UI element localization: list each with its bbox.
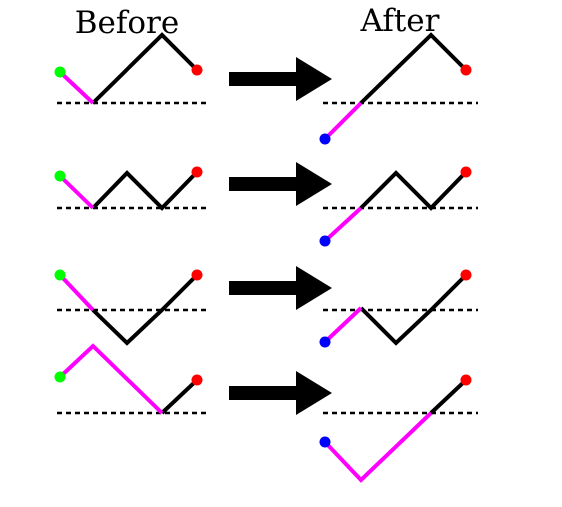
path-segment: [359, 32, 468, 105]
after-panel: [319, 269, 478, 348]
example-row-2: [54, 162, 478, 247]
end-point-red: [191, 269, 203, 281]
right-arrow-icon: [229, 162, 332, 206]
segment-to-reflect: [58, 343, 164, 415]
start-point-blue: [319, 436, 331, 448]
reflected-segment: [323, 101, 363, 141]
start-point-green: [54, 66, 66, 78]
reflected-segment: [323, 206, 363, 243]
end-point-red: [460, 269, 472, 281]
end-point-red: [460, 374, 472, 386]
example-row-4: [54, 343, 478, 483]
start-point-green: [54, 371, 66, 383]
after-panel: [319, 32, 478, 145]
example-row-1: [54, 32, 478, 145]
start-point-blue: [319, 133, 331, 145]
start-point-blue: [319, 336, 331, 348]
example-row-3: [54, 266, 478, 348]
before-panel: [54, 32, 210, 105]
after-panel: [319, 374, 478, 483]
start-point-green: [54, 170, 66, 182]
segment-to-reflect: [58, 273, 95, 312]
start-point-blue: [319, 235, 331, 247]
path-segment: [91, 170, 199, 211]
path-segment: [429, 378, 468, 415]
end-point-red: [191, 64, 203, 76]
right-arrow-icon: [229, 57, 332, 101]
right-arrow-icon: [229, 266, 332, 310]
segment-to-reflect: [58, 174, 95, 210]
path-segment: [359, 170, 468, 211]
end-point-red: [460, 166, 472, 178]
reflected-segment: [323, 411, 433, 483]
start-point-green: [54, 269, 66, 281]
before-panel: [54, 166, 210, 211]
path-segment: [91, 32, 199, 105]
example-rows: [54, 32, 478, 483]
end-point-red: [191, 166, 203, 178]
before-panel: [54, 269, 210, 346]
end-point-red: [191, 374, 203, 386]
segment-to-reflect: [58, 70, 95, 105]
path-segment: [359, 273, 468, 346]
before-panel: [54, 343, 210, 415]
path-segment: [160, 378, 199, 415]
path-segment: [91, 273, 199, 346]
right-arrow-icon: [229, 371, 332, 415]
after-panel: [319, 166, 478, 247]
reflected-segment: [323, 306, 363, 344]
end-point-red: [460, 64, 472, 76]
after-heading: After: [360, 3, 440, 39]
